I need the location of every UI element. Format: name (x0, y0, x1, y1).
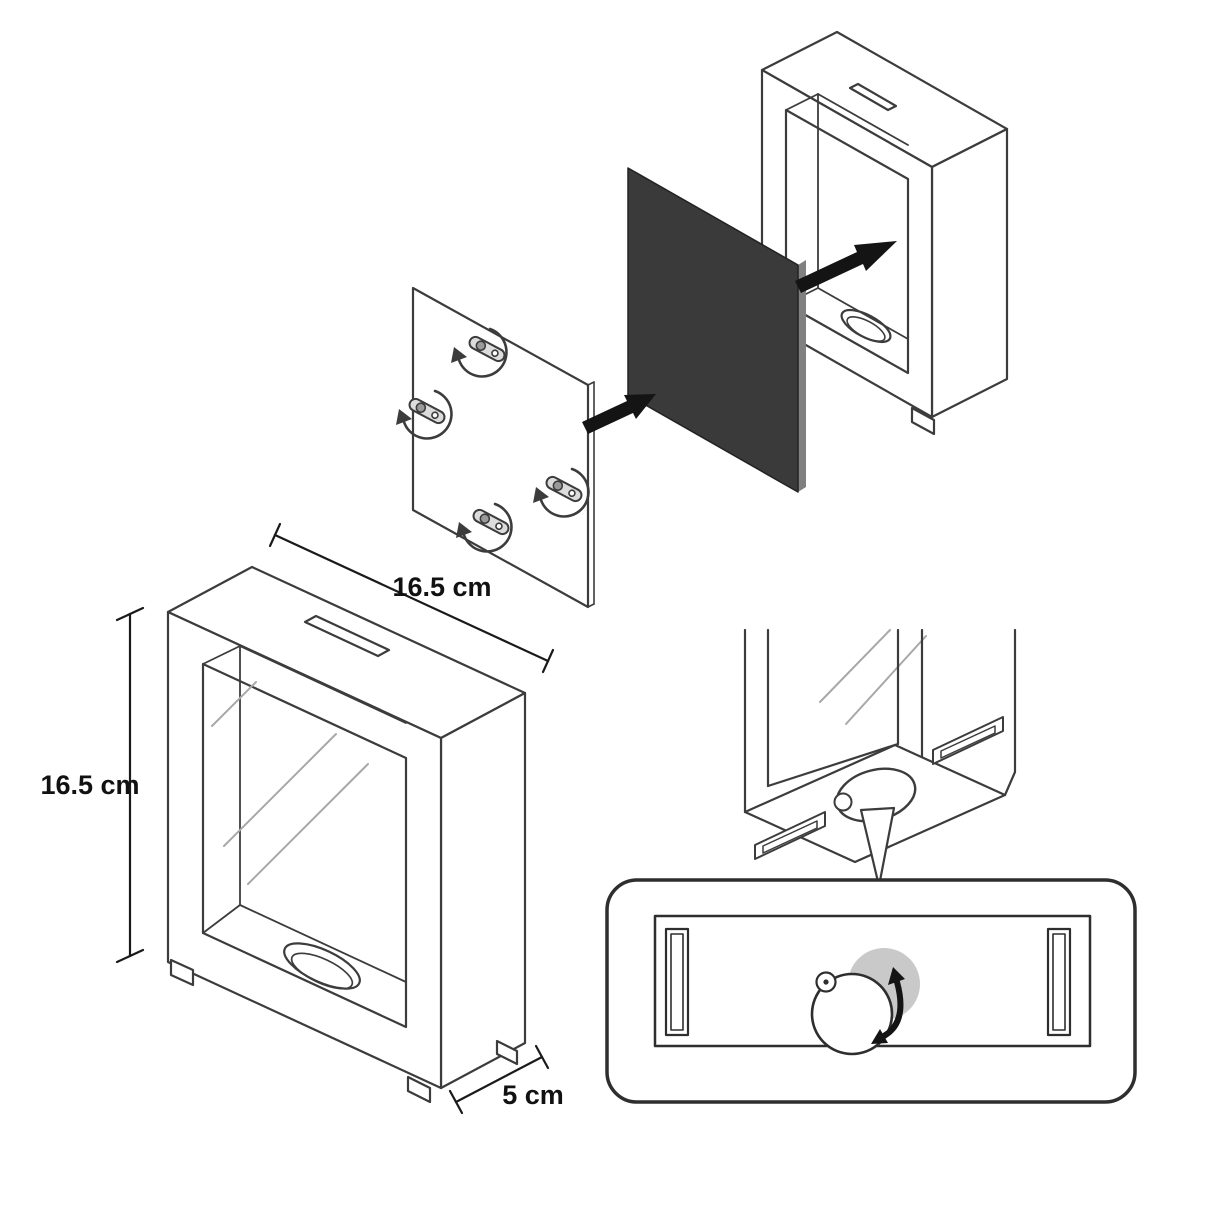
coin-slot (848, 82, 898, 112)
inner-edge (239, 904, 407, 983)
frame-right-face (439, 691, 527, 1090)
inner-edge (785, 93, 819, 111)
slot-foot (932, 716, 1004, 765)
panel-thickness-edge (587, 381, 595, 386)
dimensioned-frame-view (166, 565, 527, 1104)
glass-reflection (223, 733, 337, 847)
frame-foot (495, 1039, 519, 1066)
inner-edge (202, 645, 241, 665)
frame-foot (169, 958, 195, 987)
width-label: 16.5 cm (392, 572, 491, 602)
frame-window (201, 662, 408, 1029)
window-bottom-edge (766, 742, 900, 788)
glass-reflection (247, 763, 369, 885)
inner-edge (817, 93, 909, 146)
photo-panel-edge (798, 260, 806, 492)
insert-arrow-icon (582, 394, 656, 434)
box-foot (910, 406, 936, 436)
photo-panel (627, 167, 806, 493)
depth-label: 5 cm (502, 1080, 564, 1110)
twist-lock-callout (605, 878, 1137, 1104)
panel-thickness-edge (587, 603, 595, 608)
glass-reflection (845, 635, 927, 725)
box-right-face (930, 127, 1009, 419)
back-corner-edge (1003, 770, 1017, 797)
depth-dimension: 5 cm (448, 1044, 564, 1115)
underside-detail-view (743, 628, 1017, 864)
glass-reflection (211, 681, 257, 727)
lid-rotation-arrow-icon (871, 967, 905, 1044)
height-label: 16.5 cm (40, 770, 139, 800)
backing-panel-view (394, 286, 595, 609)
glass-reflection (819, 629, 891, 703)
slot-foot-detail (664, 927, 690, 1037)
twist-lid-detail (810, 972, 894, 1056)
photo-panel-face (627, 167, 799, 493)
inner-edge (239, 645, 407, 724)
insert-arrow-icon (795, 241, 897, 293)
height-dimension: 16.5 cm (40, 606, 145, 964)
inner-edge (202, 904, 241, 934)
twist-lid-tab-pin (823, 979, 829, 985)
frame-foot (406, 1075, 432, 1104)
width-dimension: 16.5 cm (268, 522, 555, 674)
dimension-annotations: 16.5 cm 16.5 cm 5 cm (40, 522, 564, 1115)
coin-slot (303, 614, 391, 658)
box-window-opening (784, 108, 910, 375)
coin-release-hole-rim (290, 952, 354, 990)
callout-pointer (859, 806, 896, 888)
slot-foot-detail (1046, 927, 1072, 1037)
coin-release-hole-rim (846, 316, 886, 342)
slot-foot (754, 811, 826, 860)
twist-lid-tab (833, 792, 853, 812)
